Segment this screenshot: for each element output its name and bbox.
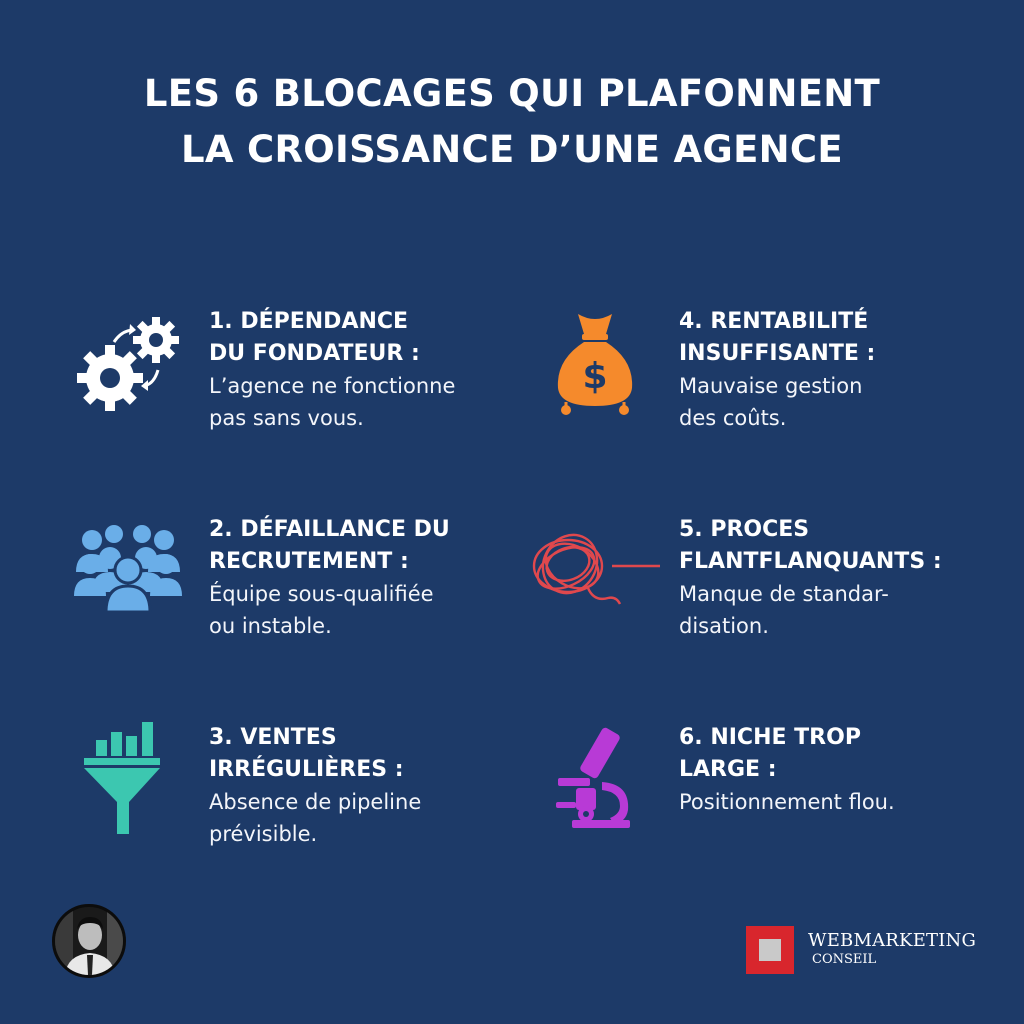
blocage-heading: 6. NICHE TROP LARGE :: [679, 725, 861, 782]
blocage-heading: 4. RENTABILITÉ INSUFFISANTE :: [679, 309, 876, 366]
blocage-description: Équipe sous-qualifiée ou instable.: [209, 582, 434, 638]
title-line-1: LES 6 BLOCAGES QUI PLAFONNENT: [143, 72, 881, 115]
blocage-item-3: 3. VENTES IRRÉGULIÈRES : Absence de pipe…: [209, 722, 539, 850]
title-line-2: LA CROISSANCE D’UNE AGENCE: [181, 128, 843, 171]
blocage-item-2: 2. DÉFAILLANCE DU RECRUTEMENT : Équipe s…: [209, 514, 539, 642]
tangled-thread-icon: [532, 533, 660, 605]
blocage-description: Positionnement flou.: [679, 790, 895, 814]
blocage-description: Mauvaise gestion des coûts.: [679, 374, 863, 430]
brand-logo-mark: [746, 926, 794, 974]
microscope-icon: [556, 727, 630, 828]
blocage-item-4: 4. RENTABILITÉ INSUFFISANTE : Mauvaise g…: [679, 306, 1009, 434]
blocage-heading: 1. DÉPENDANCE DU FONDATEUR :: [209, 309, 420, 366]
blocage-description: Manque de standar- disation.: [679, 582, 889, 638]
blocage-heading: 3. VENTES IRRÉGULIÈRES :: [209, 725, 404, 782]
svg-text:$: $: [582, 356, 607, 397]
money-bag-icon: $: [557, 314, 633, 415]
logo-line-1: WEBMARKETING: [808, 930, 977, 951]
blocage-item-1: 1. DÉPENDANCE DU FONDATEUR : L’agence ne…: [209, 306, 539, 434]
founder-photo: [55, 907, 123, 975]
gears-icon: [77, 317, 179, 411]
logo-line-2: CONSEIL: [812, 952, 877, 967]
blocage-item-6: 6. NICHE TROP LARGE : Positionnement flo…: [679, 722, 1009, 818]
blocage-heading: 2. DÉFAILLANCE DU RECRUTEMENT :: [209, 517, 450, 574]
funnel-chart-icon: [84, 722, 160, 834]
blocage-heading: 5. PROCES FLANTFLANQUANTS :: [679, 517, 942, 574]
brand-logo-text: WEBMARKETING CONSEIL: [808, 930, 976, 968]
team-icon: [74, 525, 182, 614]
logo-inner-square: [759, 939, 781, 961]
blocage-description: Absence de pipeline prévisible.: [209, 790, 422, 846]
blocage-description: L’agence ne fonctionne pas sans vous.: [209, 374, 456, 430]
avatar: [52, 904, 126, 978]
blocage-item-5: 5. PROCES FLANTFLANQUANTS : Manque de st…: [679, 514, 1009, 642]
page-title: LES 6 BLOCAGES QUI PLAFONNENT LA CROISSA…: [0, 66, 1024, 178]
